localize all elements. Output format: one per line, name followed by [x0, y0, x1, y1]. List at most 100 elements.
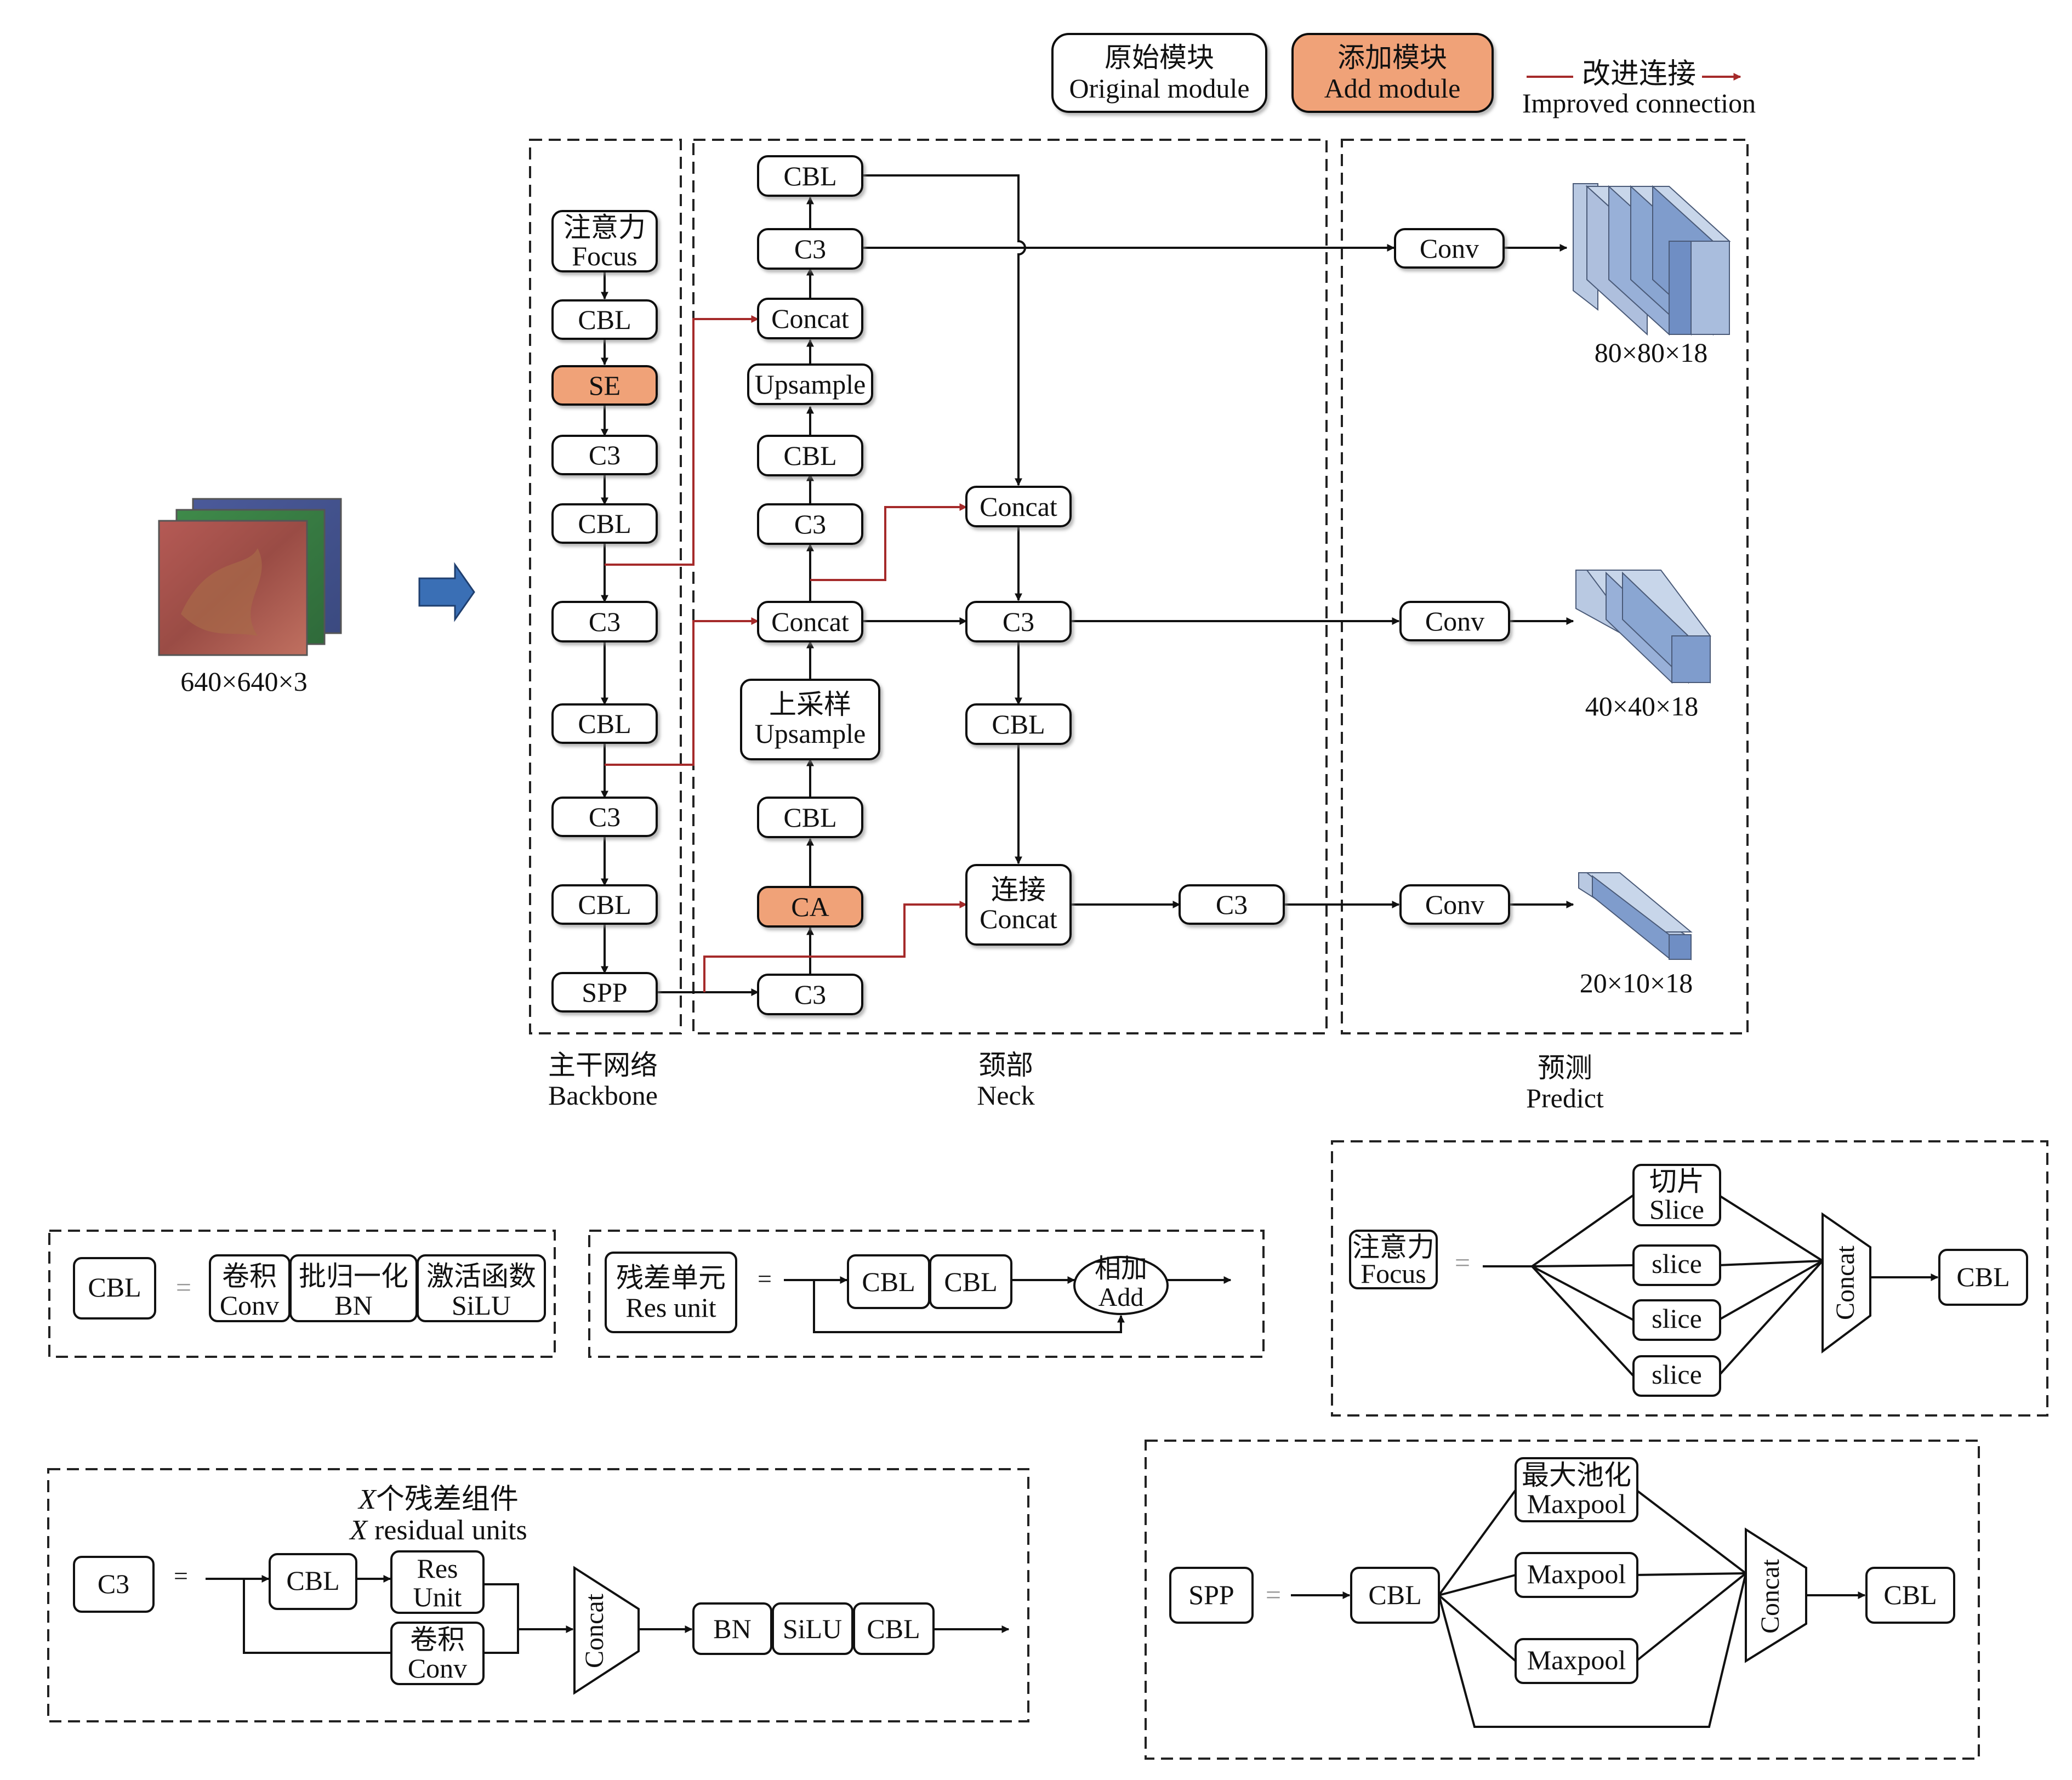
improved-link-4: [703, 901, 967, 992]
predict-conv-2: [1399, 601, 1510, 641]
focus-def-fan: [1483, 1194, 1939, 1377]
c3-def-silu-label: SiLU: [783, 1613, 842, 1644]
legend-added-en: Add module: [1324, 73, 1461, 104]
focus-def-slice-main: [1632, 1164, 1721, 1226]
backbone-focus-cn: 注意力: [563, 212, 646, 243]
neck-upsample-cn-box: [740, 679, 880, 760]
focus-def-slice-4-label: slice: [1652, 1359, 1702, 1390]
neck-upsample-cn: 上采样: [769, 689, 851, 720]
focus-def-slice-cn: 切片: [1649, 1166, 1704, 1197]
c3-def-cbl: [269, 1553, 357, 1610]
legend-improved-en: Improved connection: [1522, 88, 1756, 118]
neck-concat-top-label: Concat: [771, 303, 849, 334]
c3-def-concat-label: Concat: [580, 1593, 609, 1668]
cbl-def-act-cn: 激活函数: [426, 1261, 536, 1292]
focus-def-name-cn: 注意力: [1352, 1232, 1435, 1263]
neck-cbl-2-label: CBL: [783, 440, 836, 471]
spp-def-eq: =: [1266, 1579, 1281, 1610]
legend-original-box: [1051, 33, 1267, 113]
c3-def-connectors: [206, 1575, 1010, 1654]
neck-concat-en: Concat: [980, 903, 1057, 934]
spp-def-maxpool-2: [1515, 1552, 1638, 1598]
backbone-c3-3: [551, 797, 658, 837]
cbl-def-frame: [48, 1230, 556, 1358]
improved-link-2: [605, 617, 759, 766]
backbone-spp-label: SPP: [582, 977, 627, 1008]
input-leaf-shape: [181, 548, 262, 636]
focus-def-cbl-label: CBL: [1956, 1261, 2010, 1292]
c3-def-name: C3: [98, 1568, 129, 1599]
neck-cbl-3-label: CBL: [783, 802, 836, 833]
predict-conv-1: [1394, 228, 1505, 269]
neck-concat-right: [965, 486, 1072, 527]
c3-def-bn: [692, 1602, 772, 1655]
backbone-cbl-4: [551, 884, 658, 925]
improved-link-3: [810, 503, 967, 581]
backbone-cbl-1: [551, 299, 658, 340]
neck-concat-cn-box: [965, 864, 1072, 946]
backbone-cbl-3: [551, 703, 658, 744]
neck-concat-top: [757, 298, 863, 339]
predict-out2-label: 40×40×18: [1585, 691, 1698, 721]
backbone-c3-3-label: C3: [589, 801, 621, 832]
focus-def-name-box: [1349, 1230, 1438, 1289]
c3-def-concat-trap: [573, 1566, 640, 1695]
res-def-cbl-2: [929, 1254, 1012, 1309]
c3-def-conv-en: Conv: [408, 1653, 467, 1684]
neck-ca-label: CA: [791, 891, 829, 922]
spp-def-maxpool-2-en: Maxpool: [1527, 1559, 1626, 1589]
cbl-def-conv-en: Conv: [220, 1290, 279, 1321]
backbone-focus-en: Focus: [572, 241, 637, 271]
cbl-def-name: CBL: [88, 1272, 141, 1303]
predict-out1-label: 80×80×18: [1595, 337, 1707, 368]
focus-def-slice-2-label: slice: [1652, 1248, 1702, 1279]
focus-definition: 注意力 Focus = 切片 Slice slice slice slice C…: [1331, 1140, 2048, 1417]
focus-def-slice-2: [1632, 1244, 1721, 1286]
c3-def-conv: [390, 1622, 485, 1685]
spp-def-maxpool-3-en: Maxpool: [1527, 1645, 1626, 1675]
neck-link-top-down: [861, 174, 1026, 486]
spp-def-name-box: [1169, 1567, 1254, 1624]
backbone-focus-box: [551, 210, 658, 272]
predict-out3-label: 20×10×18: [1580, 968, 1693, 998]
backbone-blocks: 注意力 Focus CBL SE C3 CBL C3 CBL C3 CBL SP…: [551, 210, 658, 1013]
res-def-name-box: [605, 1252, 737, 1333]
neck-cbl-2: [757, 435, 863, 476]
c3-def-eq: =: [174, 1562, 188, 1590]
res-def-add-cn: 相加: [1095, 1254, 1147, 1283]
c3-def-cbl-out-label: CBL: [867, 1613, 920, 1644]
c3-def-title-x-cn: X: [357, 1484, 377, 1515]
predict-label-en: Predict: [1526, 1083, 1604, 1113]
legend: 原始模块 Original module 添加模块 Add module 改进连…: [1051, 33, 1756, 118]
c3-def-bn-label: BN: [713, 1613, 751, 1644]
c3-def-res: [390, 1550, 485, 1614]
c3-def-title-cn-text: 个残差组件: [376, 1484, 519, 1515]
res-def-add-en: Add: [1098, 1283, 1144, 1312]
res-def-skip: [813, 1280, 1125, 1333]
backbone-cbl-2-label: CBL: [578, 508, 631, 539]
c3-def-cbl-label: CBL: [286, 1565, 339, 1596]
predict-conv-2-label: Conv: [1425, 606, 1484, 636]
spp-def-cbl-in: [1350, 1567, 1440, 1624]
focus-def-slice-3-label: slice: [1652, 1303, 1702, 1334]
focus-def-cbl: [1938, 1249, 2028, 1306]
focus-def-concat-trap: [1821, 1212, 1871, 1354]
spp-def-cbl-out-label: CBL: [1883, 1579, 1937, 1610]
backbone-c3-2-label: C3: [589, 606, 621, 637]
feature-map-20: [1578, 872, 1693, 960]
legend-original-en: Original module: [1069, 73, 1249, 104]
neck-label-cn: 颈部: [978, 1050, 1033, 1080]
c3-def-res-l2: Unit: [413, 1582, 462, 1612]
backbone-cbl-1-label: CBL: [578, 304, 631, 335]
res-unit-definition: 残差单元 Res unit = CBL CBL 相加 Add: [588, 1230, 1265, 1358]
cbl-def-act-box: [417, 1254, 546, 1322]
spp-def-cbl-in-label: CBL: [1368, 1579, 1421, 1610]
focus-def-name-en: Focus: [1361, 1258, 1426, 1289]
neck-upsample-en: Upsample: [755, 718, 866, 749]
neck-cbl-right-label: CBL: [992, 709, 1045, 740]
c3-def-frame: [47, 1468, 1029, 1722]
backbone-c3-1: [551, 435, 658, 475]
neck-concat-right-label: Concat: [980, 491, 1057, 522]
neck-c3-top-label: C3: [794, 234, 826, 264]
neck-c3-2-label: C3: [794, 509, 826, 539]
